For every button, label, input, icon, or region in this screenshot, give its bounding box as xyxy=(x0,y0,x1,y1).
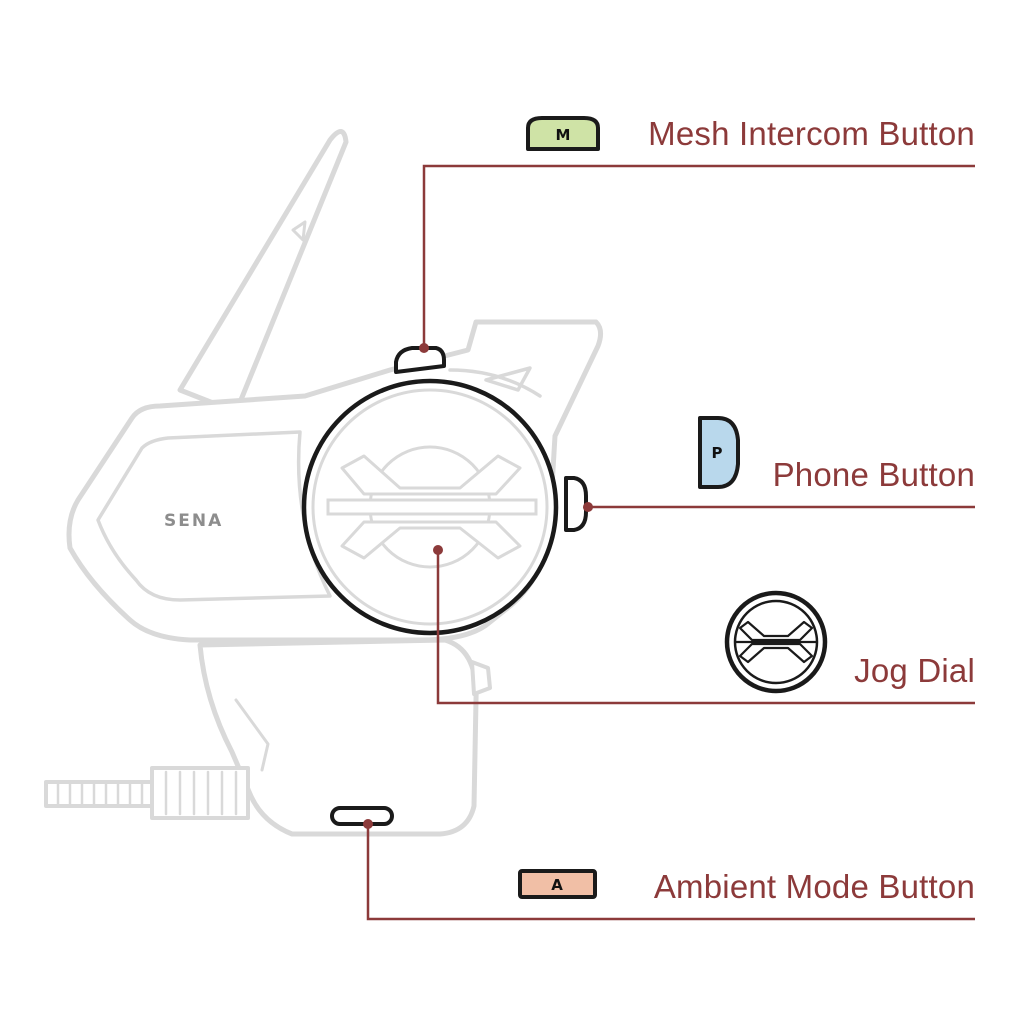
boom-microphone xyxy=(177,129,349,415)
ambient-mode-label: Ambient Mode Button xyxy=(653,868,975,905)
cable-ribs xyxy=(56,770,238,816)
jog-anchor-dot xyxy=(433,545,443,555)
mesh-intercom-button-outline xyxy=(394,346,446,374)
housing-bevel xyxy=(96,430,332,602)
ambient-badge-letter: A xyxy=(551,876,563,894)
phone-badge-letter: P xyxy=(712,444,723,462)
leader-dots xyxy=(363,343,593,829)
jog-dial xyxy=(301,378,559,636)
ambient-leader-line xyxy=(366,824,975,921)
jog-dial-label: Jog Dial xyxy=(854,652,975,689)
mesh-badge: M xyxy=(526,116,600,151)
mesh-anchor-dot xyxy=(419,343,429,353)
ambient-mode-button-outline xyxy=(330,806,394,826)
mesh-intercom-label: Mesh Intercom Button xyxy=(648,115,975,152)
phone-button-label: Phone Button xyxy=(772,456,975,493)
clamp-knob xyxy=(470,660,492,696)
phone-badge: P xyxy=(698,416,740,489)
cable-strain-relief xyxy=(150,766,250,820)
mesh-badge-letter: M xyxy=(556,126,571,144)
phone-anchor-dot xyxy=(583,502,593,512)
leader-lines xyxy=(366,164,975,921)
mesh-leader-line xyxy=(422,164,975,348)
jog-leader-line xyxy=(436,552,975,705)
clamp-detail xyxy=(234,698,270,772)
jog-dial-icon xyxy=(724,590,828,694)
phone-button-outline xyxy=(564,476,588,532)
brand-logo: SENA xyxy=(164,511,223,531)
housing-ridge xyxy=(448,368,542,398)
ambient-badge: A xyxy=(518,869,597,899)
boom-mic-notch xyxy=(291,220,307,242)
ambient-anchor-dot xyxy=(363,819,373,829)
